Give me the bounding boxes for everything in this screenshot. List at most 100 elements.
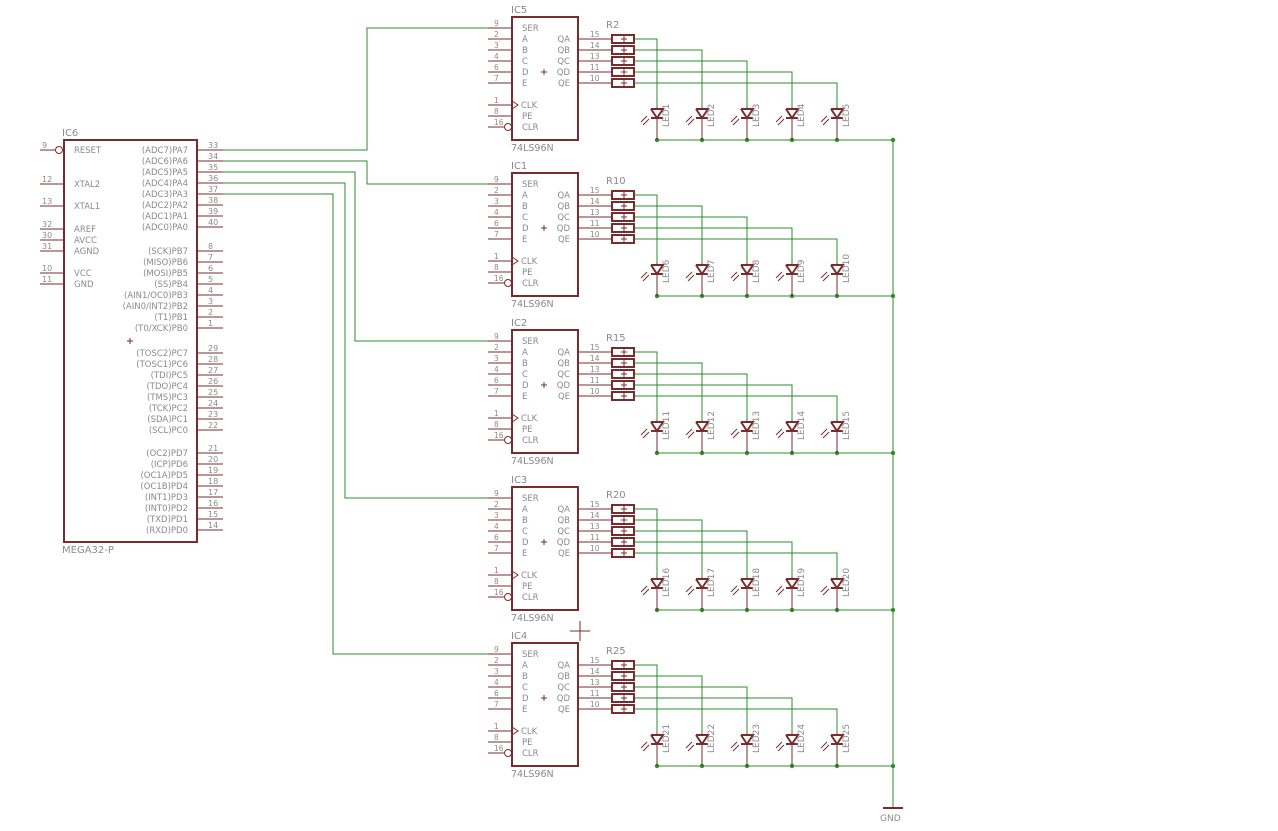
sr-clk-triangle — [511, 413, 519, 423]
mcu-pin-number: 34 — [208, 152, 218, 161]
led-ref-label: LED1 — [662, 104, 672, 127]
mcu-pin-name: (TDO)PC4 — [146, 382, 188, 392]
sr-pin-name: PE — [522, 268, 533, 278]
sr-pin-name: QA — [557, 191, 570, 201]
resistor-to-led-wire — [634, 194, 658, 263]
mcu-pin-name: (TDI)PC5 — [151, 371, 188, 381]
shift-register-body — [511, 329, 579, 454]
sr-pin-number: 15 — [590, 30, 600, 39]
mcu-pin-name: (MISO)PB6 — [143, 258, 188, 268]
sr-pin-name: QE — [558, 549, 570, 559]
mcu-pin-name: (AIN1/OC0)PB3 — [124, 291, 188, 301]
led-emission-arrow — [822, 431, 830, 439]
sr-pin-name: QD — [557, 381, 571, 391]
mcu-pin-name: (INT1)PD3 — [145, 493, 188, 503]
sr-pin-name: QB — [557, 202, 570, 212]
shift-register-ref-label: IC3 — [511, 475, 527, 486]
led-emission-arrow — [642, 118, 650, 126]
resistor-ref-label: R20 — [606, 490, 626, 501]
shift-register-ref-label: IC5 — [511, 5, 527, 16]
led-emission-arrow — [775, 115, 783, 123]
mcu-pin-name: VCC — [74, 269, 92, 279]
mcu-pin-name: (ADC3)PA3 — [142, 190, 188, 200]
sr-pin-name: SER — [522, 650, 539, 660]
sr-pin-name: B — [522, 672, 528, 682]
sr-pin-name: E — [522, 235, 527, 245]
wire-layer — [223, 27, 896, 808]
resistor-to-led-wire — [634, 71, 793, 107]
mcu-pin-name: (MOSI)PB5 — [143, 269, 188, 279]
sr-pin-name: B — [522, 516, 528, 526]
sr-clk-triangle — [511, 726, 519, 736]
sr-clk-triangle — [511, 100, 519, 110]
sr-pin-number: 14 — [590, 667, 600, 676]
sr-pin-number: 3 — [494, 511, 499, 520]
mcu-ic6-body — [63, 139, 198, 543]
sr-pin-number: 15 — [590, 500, 600, 509]
sr-pin-number: 4 — [494, 52, 499, 61]
resistor-ref-label: R10 — [606, 176, 626, 187]
sr-pin-number: 1 — [494, 566, 499, 575]
led-emission-arrow — [642, 274, 650, 282]
mcu-ref-label: IC6 — [62, 128, 78, 139]
sr-pin-name: E — [522, 705, 527, 715]
mcu-pin-name: (ADC1)PA1 — [142, 212, 188, 222]
sr-pin-name: CLK — [521, 571, 538, 581]
led-emission-arrow — [730, 741, 738, 749]
bus-wire-pa-to-ser — [223, 182, 495, 499]
led-emission-arrow — [642, 588, 650, 596]
sr-pin-number: 13 — [590, 365, 600, 374]
sr-pin-number: 7 — [494, 74, 499, 83]
resistor-to-led-wire — [634, 49, 703, 107]
sr-pin-name: E — [522, 392, 527, 402]
shift-register-ref-label: IC4 — [511, 631, 527, 642]
sr-pin-name: A — [522, 35, 528, 45]
sr-pin-number: 9 — [494, 332, 499, 341]
shift-register-part-label: 74LS96N — [511, 456, 554, 467]
resistor-to-led-wire — [634, 38, 658, 107]
resistor-to-led-wire — [634, 384, 793, 420]
sr-pin-name: B — [522, 46, 528, 56]
sr-pin-number: 10 — [590, 387, 600, 396]
sr-pin-name: QE — [558, 235, 570, 245]
sr-pin-number: 16 — [494, 118, 504, 127]
mcu-pin-name: (TCK)PC2 — [149, 404, 188, 414]
led-emission-arrow — [777, 744, 785, 752]
mcu-pin-number: 8 — [208, 242, 213, 251]
shift-register-part-label: 74LS96N — [511, 613, 554, 624]
led-emission-arrow — [687, 118, 695, 126]
sr-pin-number: 16 — [494, 274, 504, 283]
led-emission-arrow — [732, 274, 740, 282]
mcu-pin-name: (SDA)PC1 — [147, 415, 188, 425]
led-emission-arrow — [777, 118, 785, 126]
sr-pin-number: 6 — [494, 689, 499, 698]
mcu-pin-name: XTAL2 — [74, 180, 100, 190]
sr-pin-number: 1 — [494, 409, 499, 418]
sr-pin-name: QE — [558, 79, 570, 89]
sr-pin-number: 7 — [494, 700, 499, 709]
led-ref-label: LED13 — [752, 411, 762, 440]
led-emission-arrow — [685, 585, 693, 593]
mcu-pin-name: (ADC6)PA6 — [142, 157, 188, 167]
resistor-to-led-wire — [634, 541, 793, 577]
led-ref-label: LED23 — [752, 724, 762, 753]
sr-pin-number: 16 — [494, 744, 504, 753]
sr-pin-number: 9 — [494, 489, 499, 498]
sr-pin-name: QC — [557, 370, 570, 380]
sr-clr-inverter-bubble — [504, 749, 512, 757]
mcu-reset-inverter-bubble — [55, 146, 63, 154]
sr-pin-name: C — [522, 57, 528, 67]
mcu-pin-name: (AIN0/INT2)PB2 — [123, 302, 188, 312]
sr-pin-number: 10 — [590, 544, 600, 553]
sr-pin-name: D — [522, 68, 529, 78]
mcu-pin-name: (ADC5)PA5 — [142, 168, 188, 178]
sr-pin-name: C — [522, 683, 528, 693]
sr-clr-inverter-bubble — [504, 123, 512, 131]
resistor-ref-label: R2 — [606, 20, 619, 31]
sr-pin-number: 10 — [590, 700, 600, 709]
mcu-pin-name: (OC2)PD7 — [146, 449, 188, 459]
mcu-pin-number: 39 — [208, 207, 218, 216]
sr-pin-name: A — [522, 661, 528, 671]
led-ref-label: LED3 — [752, 104, 762, 127]
sr-pin-name: QB — [557, 672, 570, 682]
